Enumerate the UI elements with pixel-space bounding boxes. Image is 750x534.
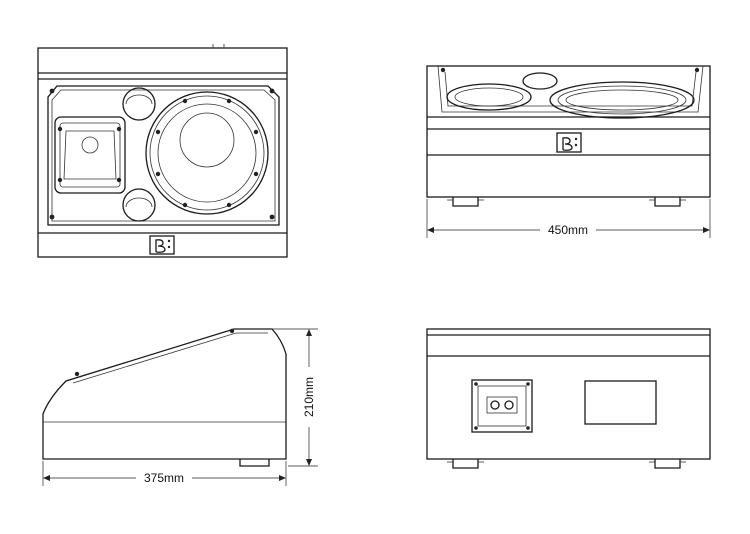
top-woofer bbox=[549, 81, 695, 119]
width-dimension-label: 450mm bbox=[548, 223, 588, 237]
top-view bbox=[426, 65, 711, 207]
horn-driver bbox=[54, 116, 126, 194]
b-brand-logo-icon bbox=[149, 235, 175, 255]
speakon-input-panel bbox=[471, 379, 533, 433]
height-dimension: 210mm bbox=[272, 328, 318, 467]
height-dimension-label: 210mm bbox=[302, 377, 316, 417]
woofer bbox=[145, 91, 269, 215]
bass-port-bottom bbox=[122, 188, 156, 222]
width-dimension: 450mm bbox=[426, 199, 711, 238]
rear-view bbox=[426, 328, 711, 469]
front-view bbox=[37, 44, 288, 258]
bass-port-top bbox=[122, 87, 156, 121]
top-horn bbox=[446, 83, 532, 111]
b-brand-logo-icon bbox=[556, 132, 582, 153]
side-view bbox=[42, 328, 287, 467]
depth-dimension: 375mm bbox=[42, 461, 287, 486]
top-port bbox=[522, 72, 558, 90]
label-plate bbox=[584, 380, 657, 425]
depth-dimension-label: 375mm bbox=[144, 471, 184, 485]
